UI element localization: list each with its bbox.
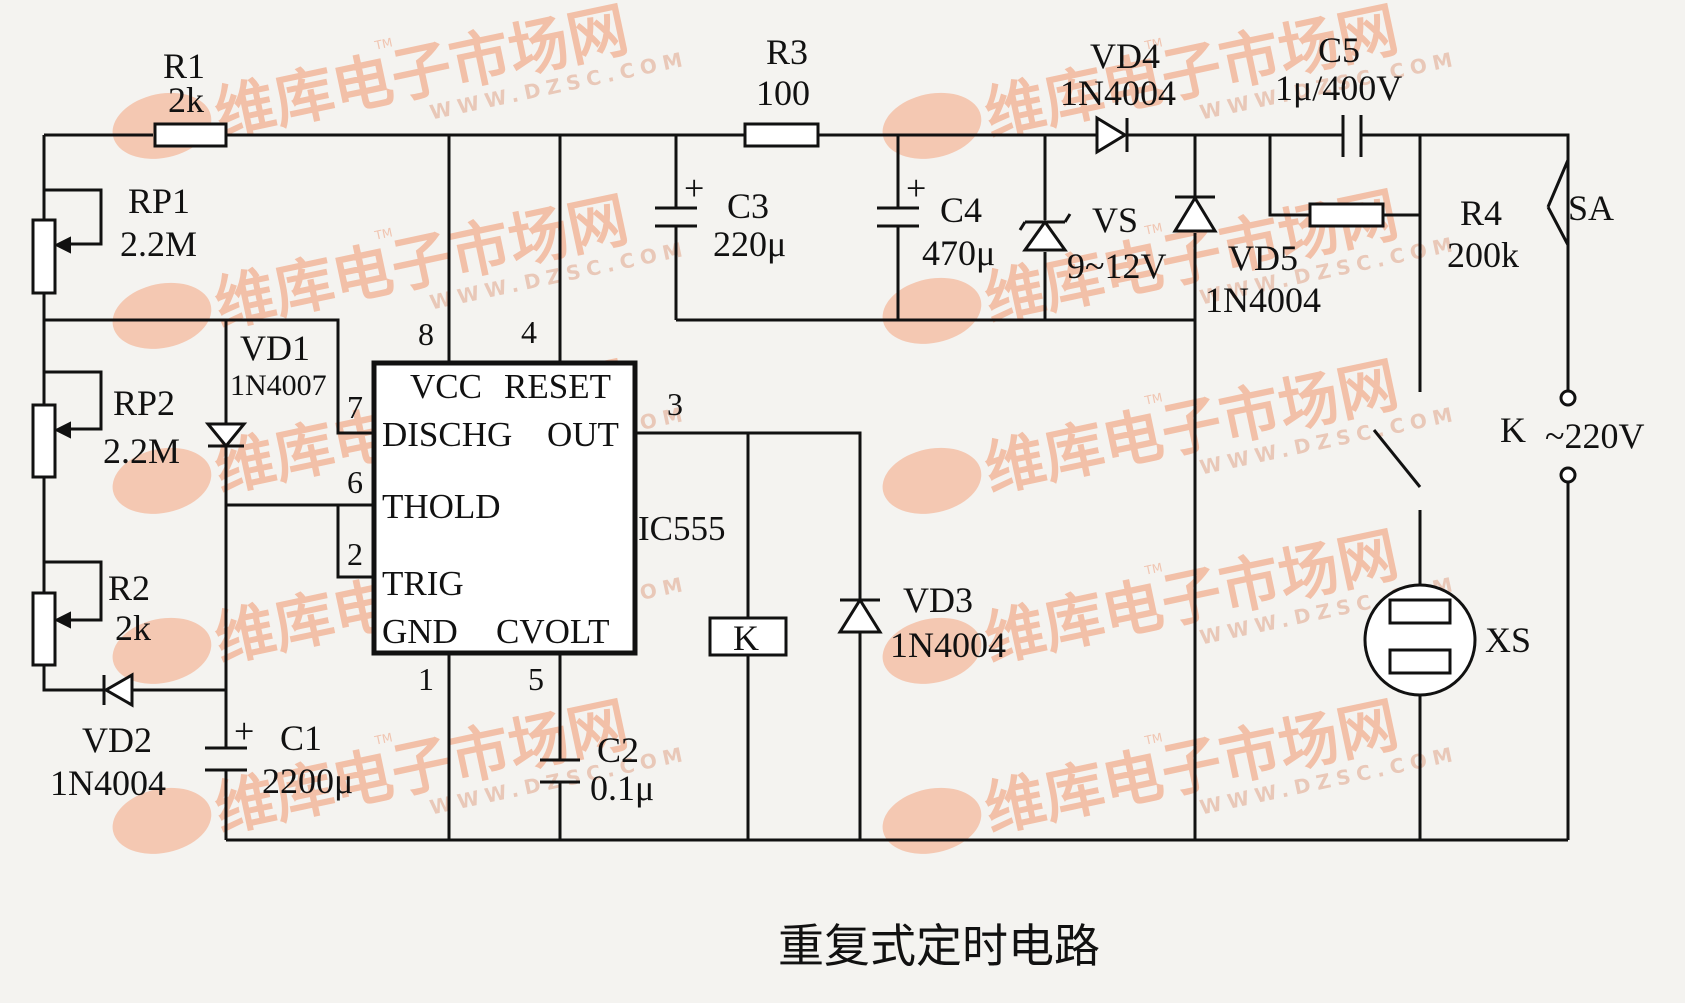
svg-text:SA: SA bbox=[1568, 188, 1614, 228]
figure-caption: 重复式定时电路 bbox=[778, 919, 1100, 973]
svg-text:200k: 200k bbox=[1447, 235, 1519, 275]
svg-text:TM: TM bbox=[1143, 390, 1164, 408]
diode-vd3: VD3 1N4004 bbox=[837, 580, 1006, 665]
svg-text:C1: C1 bbox=[280, 718, 322, 758]
svg-text:+: + bbox=[234, 711, 254, 751]
svg-text:1N4004: 1N4004 bbox=[890, 625, 1006, 665]
zener-vs: VS 9~12V bbox=[1018, 200, 1166, 286]
svg-text:3: 3 bbox=[667, 386, 683, 422]
socket-xs: XS bbox=[1363, 583, 1531, 697]
svg-text:VD5: VD5 bbox=[1228, 238, 1298, 278]
svg-text:R2: R2 bbox=[108, 568, 150, 608]
svg-text:TRIG: TRIG bbox=[382, 564, 464, 603]
svg-text:470μ: 470μ bbox=[922, 233, 995, 273]
svg-text:IC555: IC555 bbox=[638, 509, 726, 548]
svg-text:9~12V: 9~12V bbox=[1067, 246, 1166, 286]
capacitor-c5: C5 1μ/400V bbox=[1275, 30, 1402, 157]
svg-text:1: 1 bbox=[418, 661, 434, 697]
svg-text:1N4004: 1N4004 bbox=[1060, 73, 1176, 113]
svg-text:5: 5 bbox=[528, 661, 544, 697]
diode-vd4: VD4 1N4004 bbox=[1060, 36, 1176, 155]
svg-text:RP2: RP2 bbox=[113, 383, 175, 423]
svg-text:RESET: RESET bbox=[504, 367, 611, 406]
svg-text:TM: TM bbox=[1143, 730, 1164, 748]
svg-text:VD3: VD3 bbox=[903, 580, 973, 620]
svg-text:K: K bbox=[1500, 410, 1526, 450]
svg-text:RP1: RP1 bbox=[128, 181, 190, 221]
svg-text:~220V: ~220V bbox=[1545, 416, 1644, 456]
resistor-r1: R1 2k bbox=[153, 46, 228, 148]
diode-vd2: VD2 1N4004 bbox=[50, 672, 166, 803]
svg-text:8: 8 bbox=[418, 316, 434, 352]
svg-text:2.2M: 2.2M bbox=[103, 431, 180, 471]
svg-text:VD1: VD1 bbox=[240, 328, 310, 368]
svg-text:DISCHG: DISCHG bbox=[382, 415, 512, 454]
svg-text:TM: TM bbox=[1143, 35, 1164, 53]
svg-text:VD4: VD4 bbox=[1090, 36, 1160, 76]
potentiometer-r2: R2 2k bbox=[31, 568, 151, 667]
ic-555: VCC RESET DISCHG OUT THOLD TRIG GND CVOL… bbox=[347, 314, 726, 697]
svg-text:2k: 2k bbox=[115, 608, 151, 648]
svg-text:VS: VS bbox=[1092, 200, 1138, 240]
wires bbox=[42, 133, 1570, 842]
resistor-r3: R3 100 bbox=[743, 32, 820, 148]
diode-vd5: VD5 1N4004 bbox=[1172, 195, 1321, 320]
svg-text:1N4004: 1N4004 bbox=[50, 763, 166, 803]
svg-text:C5: C5 bbox=[1318, 30, 1360, 70]
svg-text:R3: R3 bbox=[766, 32, 808, 72]
capacitor-c3: + C3 220μ bbox=[655, 168, 786, 264]
svg-text:100: 100 bbox=[756, 73, 810, 113]
svg-text:0.1μ: 0.1μ bbox=[590, 768, 654, 808]
capacitor-c4: + C4 470μ bbox=[877, 168, 995, 273]
svg-text:XS: XS bbox=[1485, 620, 1531, 660]
svg-text:C4: C4 bbox=[940, 190, 982, 230]
svg-text:TM: TM bbox=[373, 730, 394, 748]
svg-text:2.2M: 2.2M bbox=[120, 224, 197, 264]
svg-text:4: 4 bbox=[521, 314, 537, 350]
svg-text:1μ/400V: 1μ/400V bbox=[1275, 68, 1402, 108]
diode-vd1: VD1 1N4007 bbox=[204, 328, 327, 449]
svg-text:+: + bbox=[906, 168, 926, 208]
svg-text:K: K bbox=[733, 618, 759, 658]
svg-text:+: + bbox=[684, 168, 704, 208]
switch-sa: SA K ~220V bbox=[1500, 188, 1644, 484]
svg-text:TM: TM bbox=[1143, 220, 1164, 238]
svg-text:R1: R1 bbox=[163, 46, 205, 86]
svg-text:C2: C2 bbox=[597, 730, 639, 770]
svg-text:2200μ: 2200μ bbox=[262, 761, 353, 801]
svg-text:TM: TM bbox=[373, 225, 394, 243]
svg-text:THOLD: THOLD bbox=[382, 487, 501, 526]
svg-text:C3: C3 bbox=[727, 186, 769, 226]
svg-text:2k: 2k bbox=[168, 80, 204, 120]
svg-text:CVOLT: CVOLT bbox=[496, 612, 609, 651]
svg-text:7: 7 bbox=[347, 389, 363, 425]
capacitor-c1: + C1 2200μ bbox=[205, 711, 353, 801]
potentiometer-rp1: RP1 2.2M bbox=[31, 181, 197, 295]
svg-text:220μ: 220μ bbox=[713, 224, 786, 264]
svg-text:1N4007: 1N4007 bbox=[230, 369, 327, 402]
svg-text:6: 6 bbox=[347, 464, 363, 500]
capacitor-c2: C2 0.1μ bbox=[540, 730, 654, 808]
svg-text:VCC: VCC bbox=[410, 367, 482, 406]
svg-text:1N4004: 1N4004 bbox=[1205, 280, 1321, 320]
svg-text:2: 2 bbox=[347, 536, 363, 572]
svg-text:OUT: OUT bbox=[547, 415, 619, 454]
svg-text:VD2: VD2 bbox=[82, 720, 152, 760]
svg-text:TM: TM bbox=[373, 35, 394, 53]
svg-text:TM: TM bbox=[1143, 560, 1164, 578]
svg-text:R4: R4 bbox=[1460, 193, 1502, 233]
potentiometer-rp2: RP2 2.2M bbox=[31, 383, 180, 479]
resistor-r4: R4 200k bbox=[1308, 193, 1519, 275]
svg-text:GND: GND bbox=[382, 612, 458, 651]
relay-coil-k: K bbox=[708, 616, 788, 658]
